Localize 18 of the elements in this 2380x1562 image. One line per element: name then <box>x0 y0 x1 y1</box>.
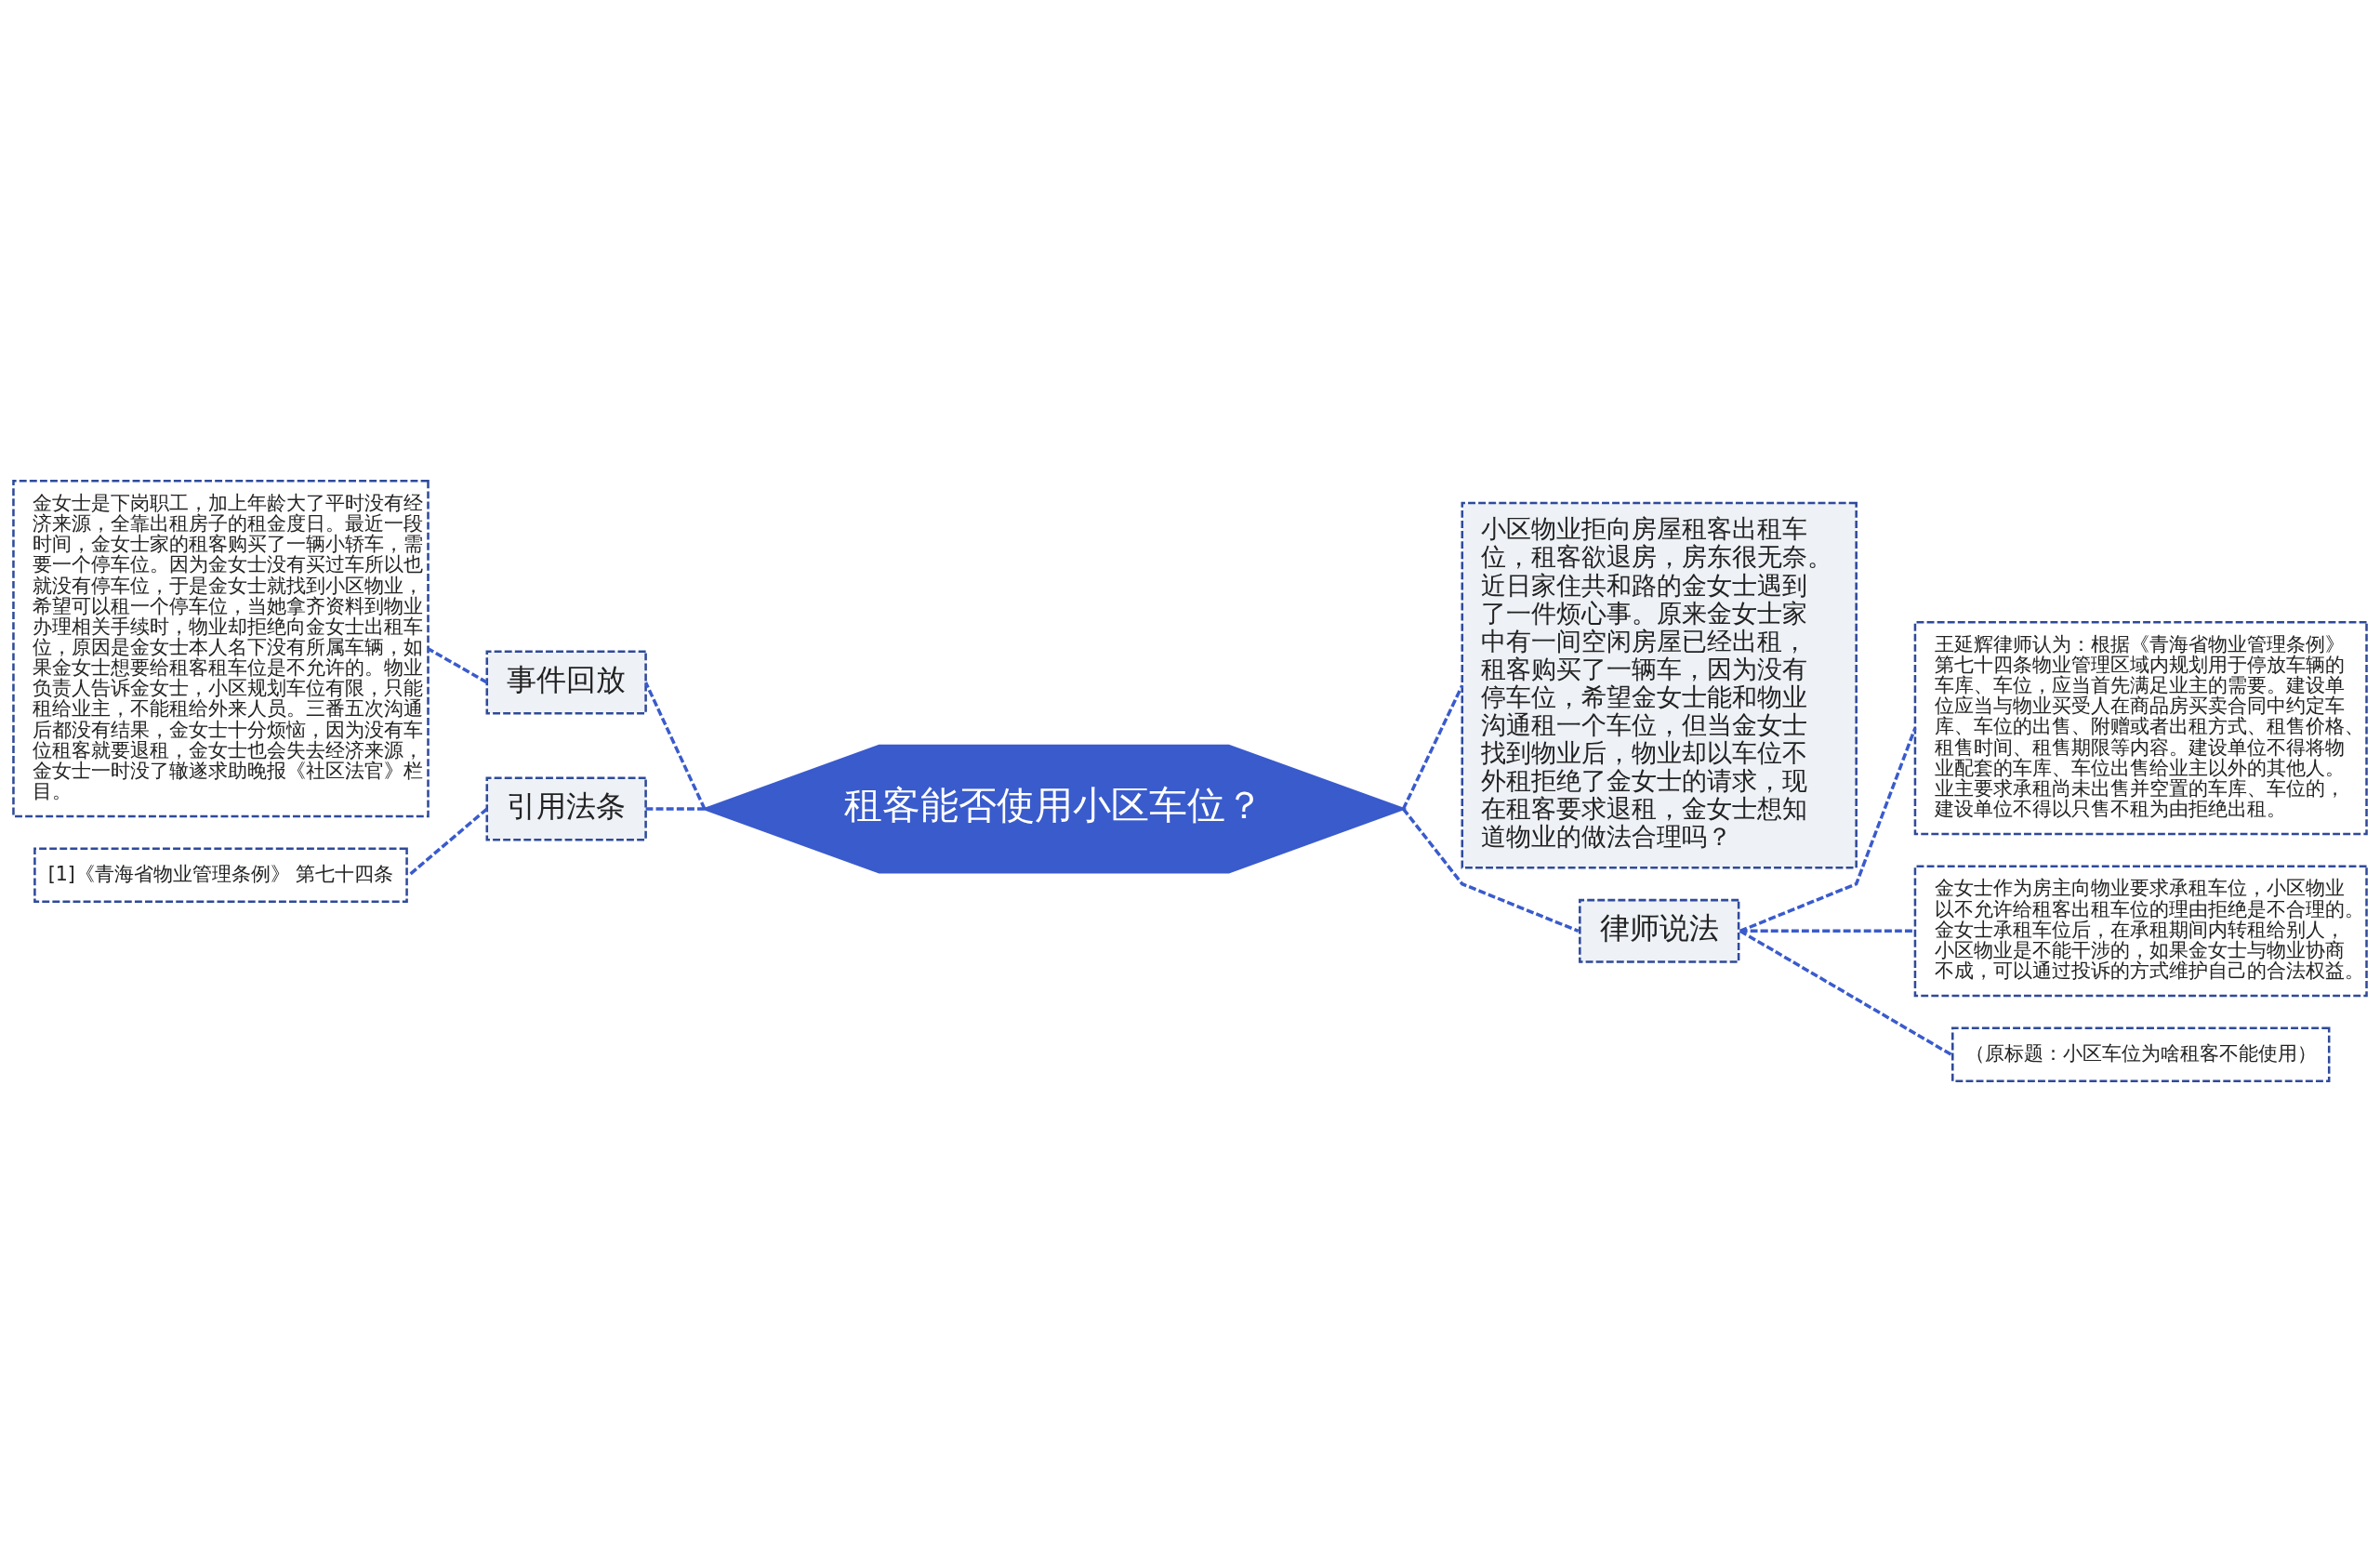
node-box: 引用法条 <box>485 776 647 841</box>
connector <box>1401 684 1464 810</box>
node-box: （原标题：小区车位为啥租客不能使用） <box>1951 1026 2331 1082</box>
connector <box>407 807 488 877</box>
node-box: [1]《青海省物业管理条例》 第七十四条 <box>33 847 408 903</box>
node-box: 王延辉律师认为：根据《青海省物业管理条例》第七十四条物业管理区域内规划用于停放车辆的车库、车位，应当首先满足业主的需要。建设单位应当与物业买受人在商品房买卖合同中约定车库、车位的出售、附赠或者出租方式、租售价格、租售时间、租售期限等内容。建设单位不得将物业配套的车库、车位出售给业主以外的其他人。业主要求承租尚未出售并空置的车库、车位的，建设单位不得以只售不租为由拒绝出租。 <box>1913 620 2368 836</box>
node-box: 小区物业拒向房屋租客出租车位，租客欲退房，房东很无奈。近日家住共和路的金女士遇到了一件烦心事。原来金女士家中有一间空闲房屋已经出租，租客购买了一辆车，因为没有停车位，希望金女士能和物业沟通租一个车位，但当金女士找到物业后，物业却以车位不外租拒绝了金女士的请求，现在租客要求退租，金女士想知道物业的做法合理吗？ <box>1461 501 1858 869</box>
connector <box>1402 807 1580 933</box>
node-box: 金女士是下岗职工，加上年龄大了平时没有经济来源，全靠出租房子的租金度日。最近一段时间，金女士家的租客购买了一辆小轿车，需要一个停车位。因为金女士没有买过车所以也就没有停车位，于是金女士就找到小区物业，希望可以租一个停车位，当她拿齐资料到物业办理相关手续时，物业却拒绝向金女士出租车位，原因是金女士本人名下没有所属车辆，如果金女士想要给租客租车位是不允许的。物业负责人告诉金女士，小区规划车位有限，只能租给业主，不能租给外来人员。三番五次沟通后都没有结果，金女士十分烦恼，因为没有车位租客就要退租，金女士也会失去经济来源，金女士一时没了辙遂求助晚报《社区法官》栏目。 <box>12 480 430 818</box>
connector <box>1739 727 1917 933</box>
connector <box>644 682 707 810</box>
node-box: 事件回放 <box>485 650 647 715</box>
connector <box>1739 929 1952 1056</box>
node-box: 律师说法 <box>1579 898 1740 963</box>
node-box: 金女士作为房主向物业要求承租车位，小区物业以不允许给租客出租车位的理由拒绝是不合理的。金女士承租车位后，在承租期间内转租给别人，小区物业是不能干涉的，如果金女士与物业协商不成，可以通过投诉的方式维护自己的合法权益。 <box>1913 865 2368 998</box>
connector <box>427 647 488 684</box>
connector <box>1739 929 1915 933</box>
connector <box>645 807 705 811</box>
